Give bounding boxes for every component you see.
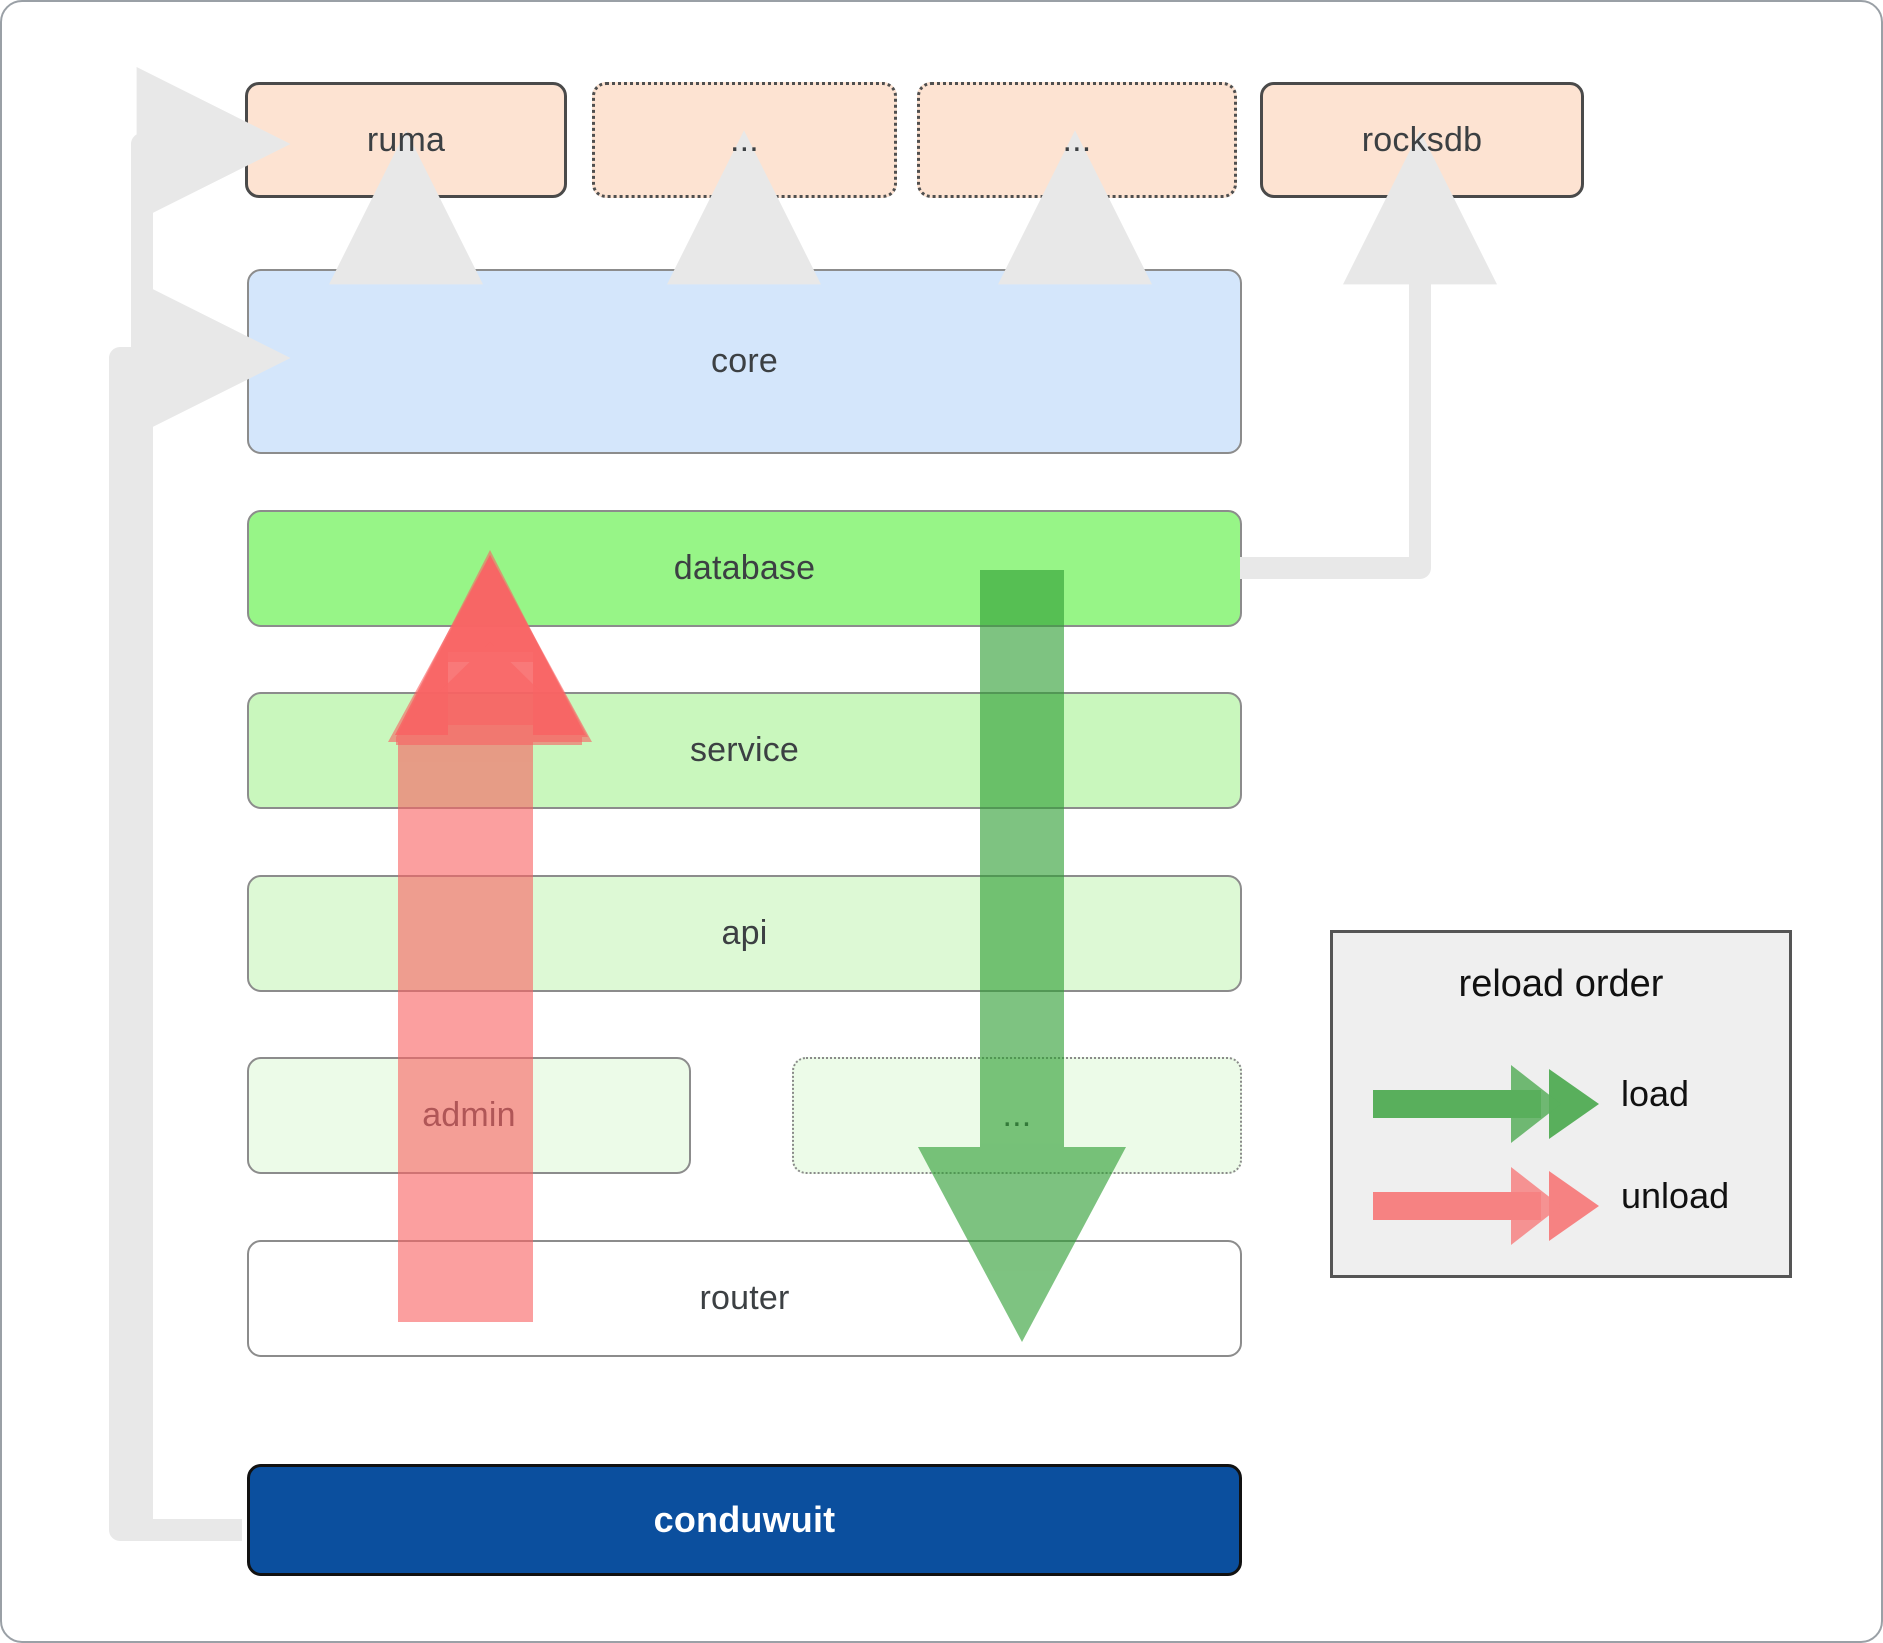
wire-conduwuit-to-core [109,281,291,1541]
node-core-label: core [711,342,778,380]
legend-label-load: load [1621,1073,1690,1114]
node-dep-3-label: ... [1062,120,1092,159]
node-rocksdb[interactable]: rocksdb [1260,82,1584,198]
node-database-label: database [673,549,816,587]
legend-panel: reload order load u [1330,930,1792,1278]
legend-row-load: load [1371,1057,1771,1147]
wire-database-to-rocksdb [1240,130,1497,579]
node-router[interactable]: router [247,1240,1242,1357]
node-core[interactable]: core [247,269,1242,454]
node-service-label: service [689,731,800,769]
node-dep-3[interactable]: ... [917,82,1237,198]
node-dep-2-label: ... [730,120,759,159]
node-extra-label: ... [1002,1096,1032,1134]
node-admin[interactable]: admin [247,1057,691,1174]
node-rocksdb-label: rocksdb [1361,120,1483,159]
node-ruma-label: ruma [366,120,446,159]
node-database[interactable]: database [247,510,1242,627]
unload-arrow-icon [1373,1167,1599,1245]
legend-row-unload: unload [1371,1159,1771,1249]
node-router-label: router [699,1279,790,1317]
node-ruma[interactable]: ruma [245,82,567,198]
legend-title: reload order [1458,963,1664,1005]
node-api-label: api [721,914,768,952]
node-service[interactable]: service [247,692,1242,809]
node-dep-2[interactable]: ... [592,82,897,198]
legend-label-unload: unload [1621,1175,1730,1216]
node-api[interactable]: api [247,875,1242,992]
node-conduwuit-label: conduwuit [653,1499,836,1540]
load-arrow-icon [1373,1065,1599,1143]
unload-arrow-shaft [398,745,533,1322]
node-admin-label: admin [422,1096,516,1134]
node-extra[interactable]: ... [792,1057,1242,1174]
wire-conduwuit-to-ruma [131,67,291,1530]
node-conduwuit[interactable]: conduwuit [247,1464,1242,1576]
